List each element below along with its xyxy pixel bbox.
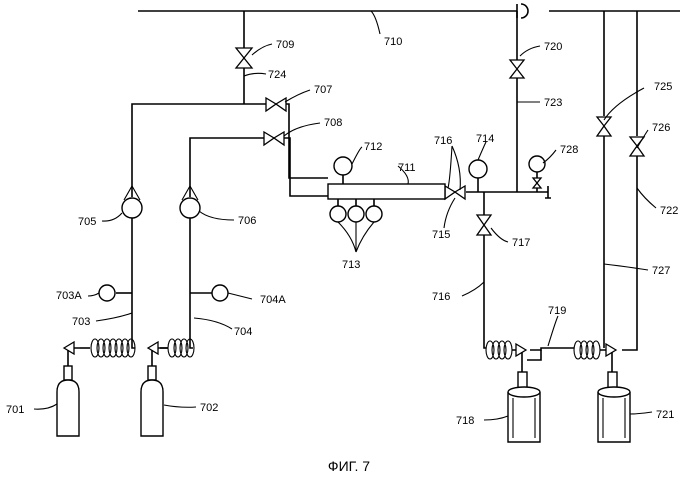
label-703a: 703A [56,290,82,302]
gauge-703a [99,285,115,301]
regulator-702 [148,342,168,366]
valve-728[interactable] [533,178,541,188]
line-704 [190,138,328,348]
label-709: 709 [276,39,294,51]
cylinder-721 [598,372,630,442]
label-710: 710 [384,36,402,48]
label-726: 726 [652,122,670,134]
cylinder-718 [508,372,540,442]
label-711: 711 [398,162,416,174]
label-725: 725 [654,81,672,93]
label-727: 727 [652,265,670,277]
line-722 [622,11,637,350]
gauge-728 [529,156,545,172]
header-end-cap [517,4,528,18]
label-728: 728 [560,144,578,156]
regulator-721 [600,344,616,372]
label-720: 720 [544,41,562,53]
callout-labels: 710 709 724 707 708 705 706 703A 704A 70… [6,36,678,427]
gauge-714 [469,160,487,178]
sensors-713 [330,199,382,222]
coil-719 [574,341,600,359]
valve-717[interactable] [477,215,491,235]
valve-720[interactable] [510,60,524,78]
label-717: 717 [512,237,530,249]
label-722: 722 [660,205,678,217]
gas-bottle-702 [141,366,163,436]
label-715: 715 [432,229,450,241]
label-705: 705 [78,216,96,228]
label-708: 708 [324,117,342,129]
gauge-712 [334,157,352,184]
label-702: 702 [200,402,218,414]
label-701: 701 [6,404,24,416]
figure-caption: ФИГ. 7 [328,458,370,474]
label-721: 721 [656,409,674,421]
label-707: 707 [314,84,332,96]
label-723: 723 [544,97,562,109]
reactor-711 [328,184,445,199]
gas-bottle-701 [57,366,79,436]
coil-716 [486,341,512,359]
label-714: 714 [476,133,494,145]
valve-708[interactable] [264,132,284,145]
line-703 [132,104,328,348]
coil-703 [91,339,135,357]
label-712: 712 [364,141,382,153]
valve-709[interactable] [236,48,252,68]
gauge-704a [212,285,228,301]
regulator-718 [512,344,526,372]
label-713: 713 [342,259,360,271]
label-716b: 716 [432,291,450,303]
line-719 [530,348,574,350]
label-704: 704 [234,326,252,338]
valve-707[interactable] [266,98,286,111]
line-719-b [527,350,541,360]
label-719: 719 [548,305,566,317]
label-704a: 704A [260,294,286,306]
label-724: 724 [268,69,286,81]
regulator-701 [64,342,80,366]
label-716a: 716 [434,135,452,147]
label-706: 706 [238,215,256,227]
label-718: 718 [456,415,474,427]
label-703: 703 [72,316,90,328]
